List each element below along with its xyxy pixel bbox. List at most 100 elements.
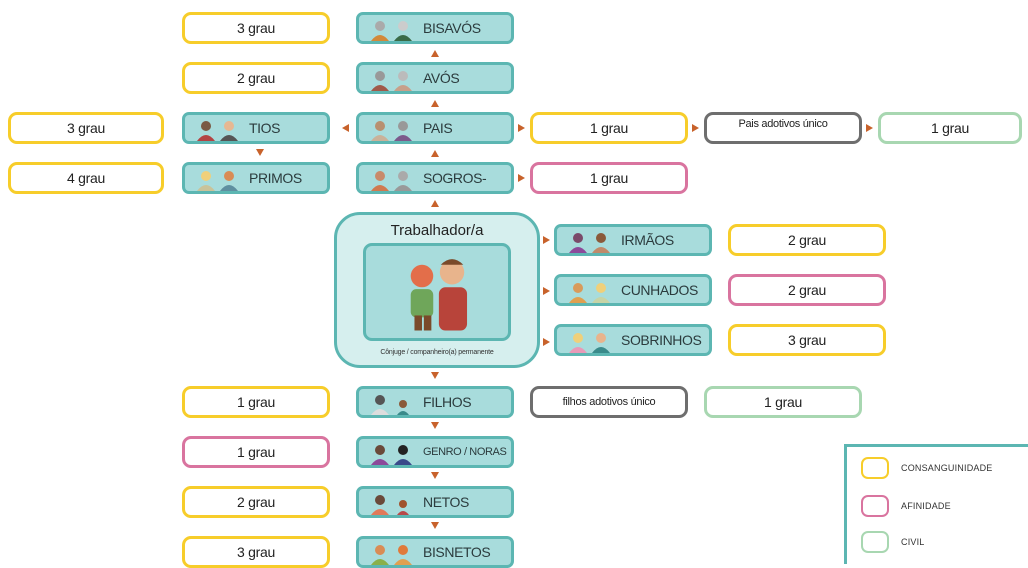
arrow-down: [431, 372, 439, 379]
primos-node: PRIMOS: [182, 162, 330, 194]
cunhados-node: CUNHADOS: [554, 274, 712, 306]
netos-degree-box: 2 grau: [182, 486, 330, 518]
sobrinhos-degree: 3 grau: [788, 332, 826, 348]
person-pair-icon: [359, 539, 417, 565]
person-pair-icon: [359, 389, 417, 415]
bisnetos-degree-box: 3 grau: [182, 536, 330, 568]
primos-degree-box: 4 grau: [8, 162, 164, 194]
arrow-right: [543, 287, 550, 295]
person-pair-icon: [359, 15, 417, 41]
person-pair-icon: [359, 115, 417, 141]
sobrinhos-label: SOBRINHOS: [621, 332, 702, 348]
pais-adotivos-degree: 1 grau: [931, 120, 969, 136]
irmaos-node: IRMÃOS: [554, 224, 712, 256]
sogros-degree: 1 grau: [590, 170, 628, 186]
filhos-node: FILHOS: [356, 386, 514, 418]
tios-label: TIOS: [249, 120, 281, 136]
genro-noras-node: GENRO / NORAS: [356, 436, 514, 468]
legend-civil: CIVIL: [861, 531, 925, 553]
person-pair-icon: [185, 115, 243, 141]
person-pair-icon: [359, 165, 417, 191]
worker-caption: Cônjuge / companheiro(a) permanente: [380, 349, 494, 356]
legend-afinidade-label: AFINIDADE: [901, 501, 951, 511]
cunhados-label: CUNHADOS: [621, 282, 698, 298]
worker-title: Trabalhador/a: [390, 222, 484, 239]
arrow-down: [431, 522, 439, 529]
filhos-adotivos-degree-box: 1 grau: [704, 386, 862, 418]
primos-degree: 4 grau: [67, 170, 105, 186]
netos-node: NETOS: [356, 486, 514, 518]
civil-swatch: [861, 531, 889, 553]
filhos-label: FILHOS: [423, 394, 472, 410]
pais-adotivos-degree-box: 1 grau: [878, 112, 1022, 144]
pais-node: PAIS: [356, 112, 514, 144]
avos-label: AVÓS: [423, 70, 460, 86]
sobrinhos-node: SOBRINHOS: [554, 324, 712, 356]
legend: CONSANGUINIDADE AFINIDADE CIVIL: [844, 444, 1028, 564]
arrow-down: [431, 422, 439, 429]
person-pair-icon: [557, 277, 615, 303]
avos-degree-box: 2 grau: [182, 62, 330, 94]
netos-degree: 2 grau: [237, 494, 275, 510]
irmaos-degree-box: 2 grau: [728, 224, 886, 256]
bisnetos-degree: 3 grau: [237, 544, 275, 560]
netos-label: NETOS: [423, 494, 469, 510]
avos-degree: 2 grau: [237, 70, 275, 86]
arrow-right: [518, 124, 525, 132]
arrow-up: [431, 100, 439, 107]
bisnetos-label: BISNETOS: [423, 544, 491, 560]
person-pair-icon: [359, 65, 417, 91]
legend-afinidade: AFINIDADE: [861, 495, 951, 517]
arrow-right: [543, 338, 550, 346]
arrow-down: [256, 149, 264, 156]
cunhados-degree-box: 2 grau: [728, 274, 886, 306]
arrow-right: [692, 124, 699, 132]
person-pair-icon: [557, 327, 615, 353]
filhos-adotivos-degree: 1 grau: [764, 394, 802, 410]
irmaos-degree: 2 grau: [788, 232, 826, 248]
avos-node: AVÓS: [356, 62, 514, 94]
arrow-up: [431, 50, 439, 57]
filhos-adotivos-box: filhos adotivos único: [530, 386, 688, 418]
arrow-up: [431, 200, 439, 207]
person-pair-icon: [359, 439, 417, 465]
bisavos-degree-box: 3 grau: [182, 12, 330, 44]
primos-label: PRIMOS: [249, 170, 302, 186]
genro-noras-degree-box: 1 grau: [182, 436, 330, 468]
filhos-degree: 1 grau: [237, 394, 275, 410]
arrow-up: [431, 150, 439, 157]
bisavos-label: BISAVÓS: [423, 20, 481, 36]
worker-card: Trabalhador/a Cônjuge / companheiro(a) p…: [334, 212, 540, 368]
pais-adotivos-label: Pais adotivos único: [738, 118, 828, 130]
pais-degree: 1 grau: [590, 120, 628, 136]
legend-consanguinidade-label: CONSANGUINIDADE: [901, 463, 993, 473]
legend-consanguinidade: CONSANGUINIDADE: [861, 457, 993, 479]
person-pair-icon: [557, 227, 615, 253]
bisavos-degree: 3 grau: [237, 20, 275, 36]
person-pair-icon: [359, 489, 417, 515]
person-pair-icon: [185, 165, 243, 191]
sogros-degree-box: 1 grau: [530, 162, 688, 194]
bisavos-node: BISAVÓS: [356, 12, 514, 44]
pais-label: PAIS: [423, 120, 453, 136]
legend-civil-label: CIVIL: [901, 537, 925, 547]
sogros-label: SOGROS-: [423, 170, 487, 186]
arrow-right: [518, 174, 525, 182]
sobrinhos-degree-box: 3 grau: [728, 324, 886, 356]
tios-node: TIOS: [182, 112, 330, 144]
bisnetos-node: BISNETOS: [356, 536, 514, 568]
sogros-node: SOGROS-: [356, 162, 514, 194]
consanguinidade-swatch: [861, 457, 889, 479]
pais-adotivos-box: Pais adotivos único: [704, 112, 862, 144]
genro-noras-label: GENRO / NORAS: [423, 446, 507, 458]
arrow-left: [342, 124, 349, 132]
afinidade-swatch: [861, 495, 889, 517]
irmaos-label: IRMÃOS: [621, 232, 674, 248]
arrow-down: [431, 472, 439, 479]
genro-noras-degree: 1 grau: [237, 444, 275, 460]
couple-icon: [363, 243, 511, 341]
tios-degree: 3 grau: [67, 120, 105, 136]
pais-degree-box: 1 grau: [530, 112, 688, 144]
cunhados-degree: 2 grau: [788, 282, 826, 298]
filhos-degree-box: 1 grau: [182, 386, 330, 418]
